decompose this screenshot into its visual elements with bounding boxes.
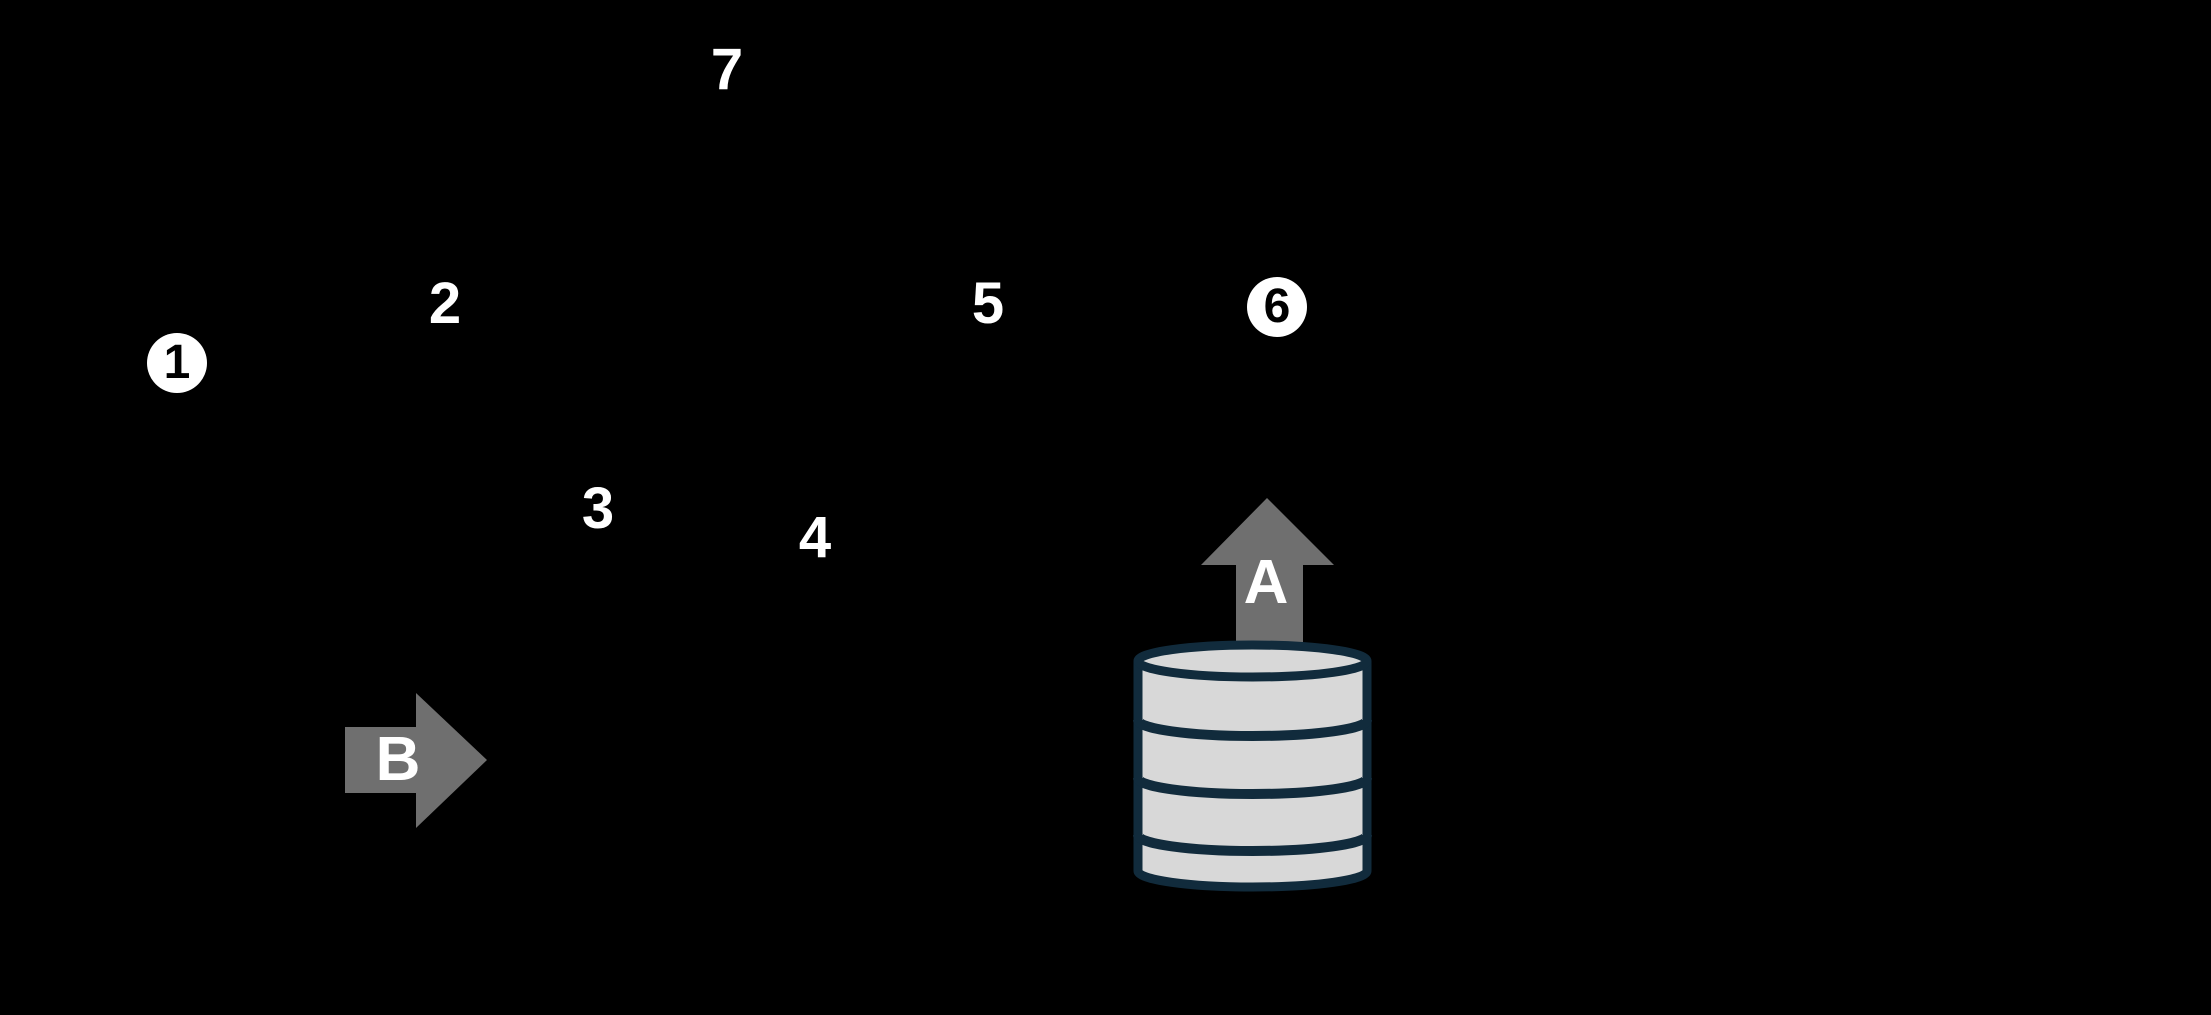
right-arrow-icon — [345, 693, 487, 828]
step-label-5: 5 — [971, 271, 1005, 336]
step-label-4: 4 — [798, 505, 832, 570]
up-arrow-label: A — [1243, 548, 1289, 617]
step-label-2: 2 — [428, 271, 462, 336]
database-separator — [1133, 776, 1372, 799]
step-label-3: 3 — [581, 476, 615, 541]
database-separator — [1133, 833, 1372, 856]
right-arrow-label: B — [375, 725, 421, 794]
database-separator — [1133, 718, 1372, 741]
database-body — [1133, 661, 1372, 892]
step-badge-1: 1 — [147, 333, 207, 393]
up-arrow-icon — [1201, 498, 1334, 642]
database-top-ellipse — [1133, 640, 1372, 682]
step-badge-6: 6 — [1247, 277, 1307, 337]
database-icon — [1133, 640, 1372, 892]
step-label-7: 7 — [710, 37, 744, 102]
